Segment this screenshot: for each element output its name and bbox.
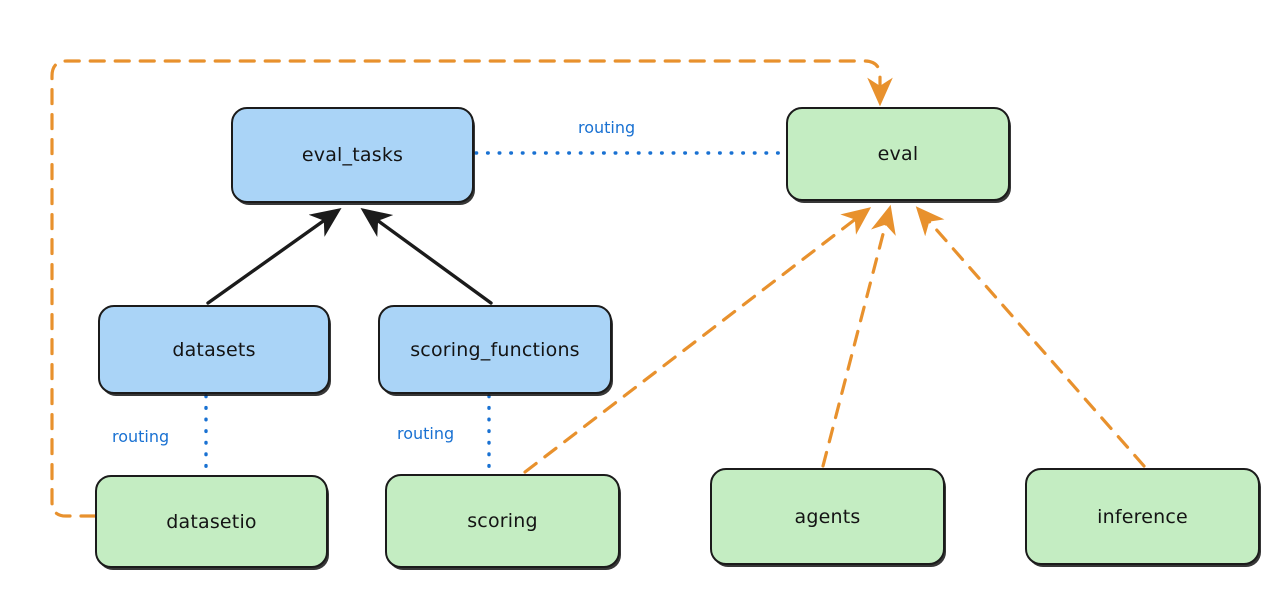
node-label: eval — [877, 143, 919, 165]
node-scoring-functions[interactable]: scoring_functions — [378, 305, 612, 394]
node-inference[interactable]: inference — [1025, 468, 1260, 565]
node-label: scoring — [467, 510, 538, 532]
node-label: datasets — [172, 338, 256, 361]
edge-scoring_functions-to-eval_tasks — [360, 207, 493, 305]
node-label: agents — [794, 505, 861, 528]
node-eval[interactable]: eval — [786, 107, 1010, 201]
edge-label-routing-eval: routing — [578, 118, 636, 137]
edge-datasets-to-eval_tasks — [206, 208, 342, 305]
node-agents[interactable]: agents — [710, 468, 945, 565]
edge-label-routing-scoring: routing — [397, 424, 455, 443]
edge-label-routing-datasets: routing — [112, 427, 170, 446]
node-label: scoring_functions — [410, 338, 580, 361]
node-label: eval_tasks — [301, 144, 404, 166]
node-label: datasetio — [166, 510, 257, 533]
edge-agents-to-eval — [821, 204, 896, 468]
node-datasets[interactable]: datasets — [98, 305, 330, 394]
node-datasetio[interactable]: datasetio — [95, 475, 328, 568]
node-label: inference — [1097, 505, 1188, 528]
node-scoring[interactable]: scoring — [385, 474, 620, 568]
edge-inference-to-eval — [915, 206, 1146, 468]
node-eval-tasks[interactable]: eval_tasks — [231, 107, 474, 203]
